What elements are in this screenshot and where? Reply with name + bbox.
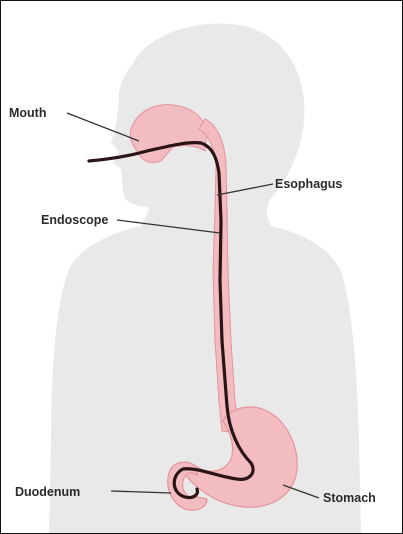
label-stomach: Stomach — [323, 491, 376, 505]
body-silhouette — [49, 24, 361, 533]
label-mouth: Mouth — [9, 106, 46, 120]
label-duodenum: Duodenum — [15, 485, 80, 499]
label-esophagus: Esophagus — [275, 177, 342, 191]
label-endoscope: Endoscope — [41, 213, 108, 227]
